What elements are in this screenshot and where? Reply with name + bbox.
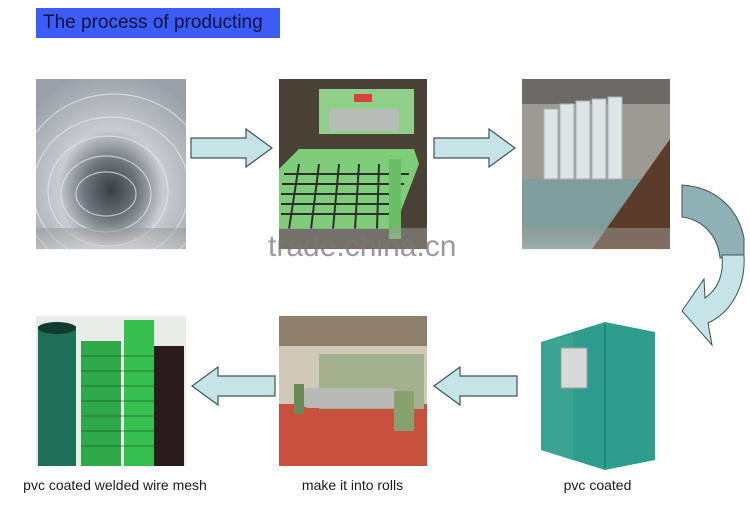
rolling-machine-photo <box>279 316 427 466</box>
caption-rolling: make it into rolls <box>301 477 404 493</box>
arrow-left-icon <box>190 366 276 406</box>
pvc-oven-photo <box>533 310 661 470</box>
final-mesh-photo <box>36 316 186 466</box>
galvanizing-bath-photo <box>522 79 670 249</box>
caption-final-mesh: pvc coated welded wire mesh <box>23 477 207 493</box>
wire-coil-photo <box>36 79 186 249</box>
caption-pvc-coated: pvc coated <box>563 477 632 493</box>
watermark-text: trade.china.cn <box>268 230 457 263</box>
page-title: The process of producting <box>36 8 280 38</box>
watermark-band <box>36 228 186 250</box>
welding-machine-photo <box>279 79 427 249</box>
watermark-band <box>522 228 670 250</box>
arrow-right-icon <box>190 128 274 168</box>
arrow-left-icon <box>432 366 518 406</box>
arrow-right-icon <box>433 128 517 168</box>
watermark-band <box>279 228 427 250</box>
curved-arrow-down-icon <box>681 184 745 347</box>
